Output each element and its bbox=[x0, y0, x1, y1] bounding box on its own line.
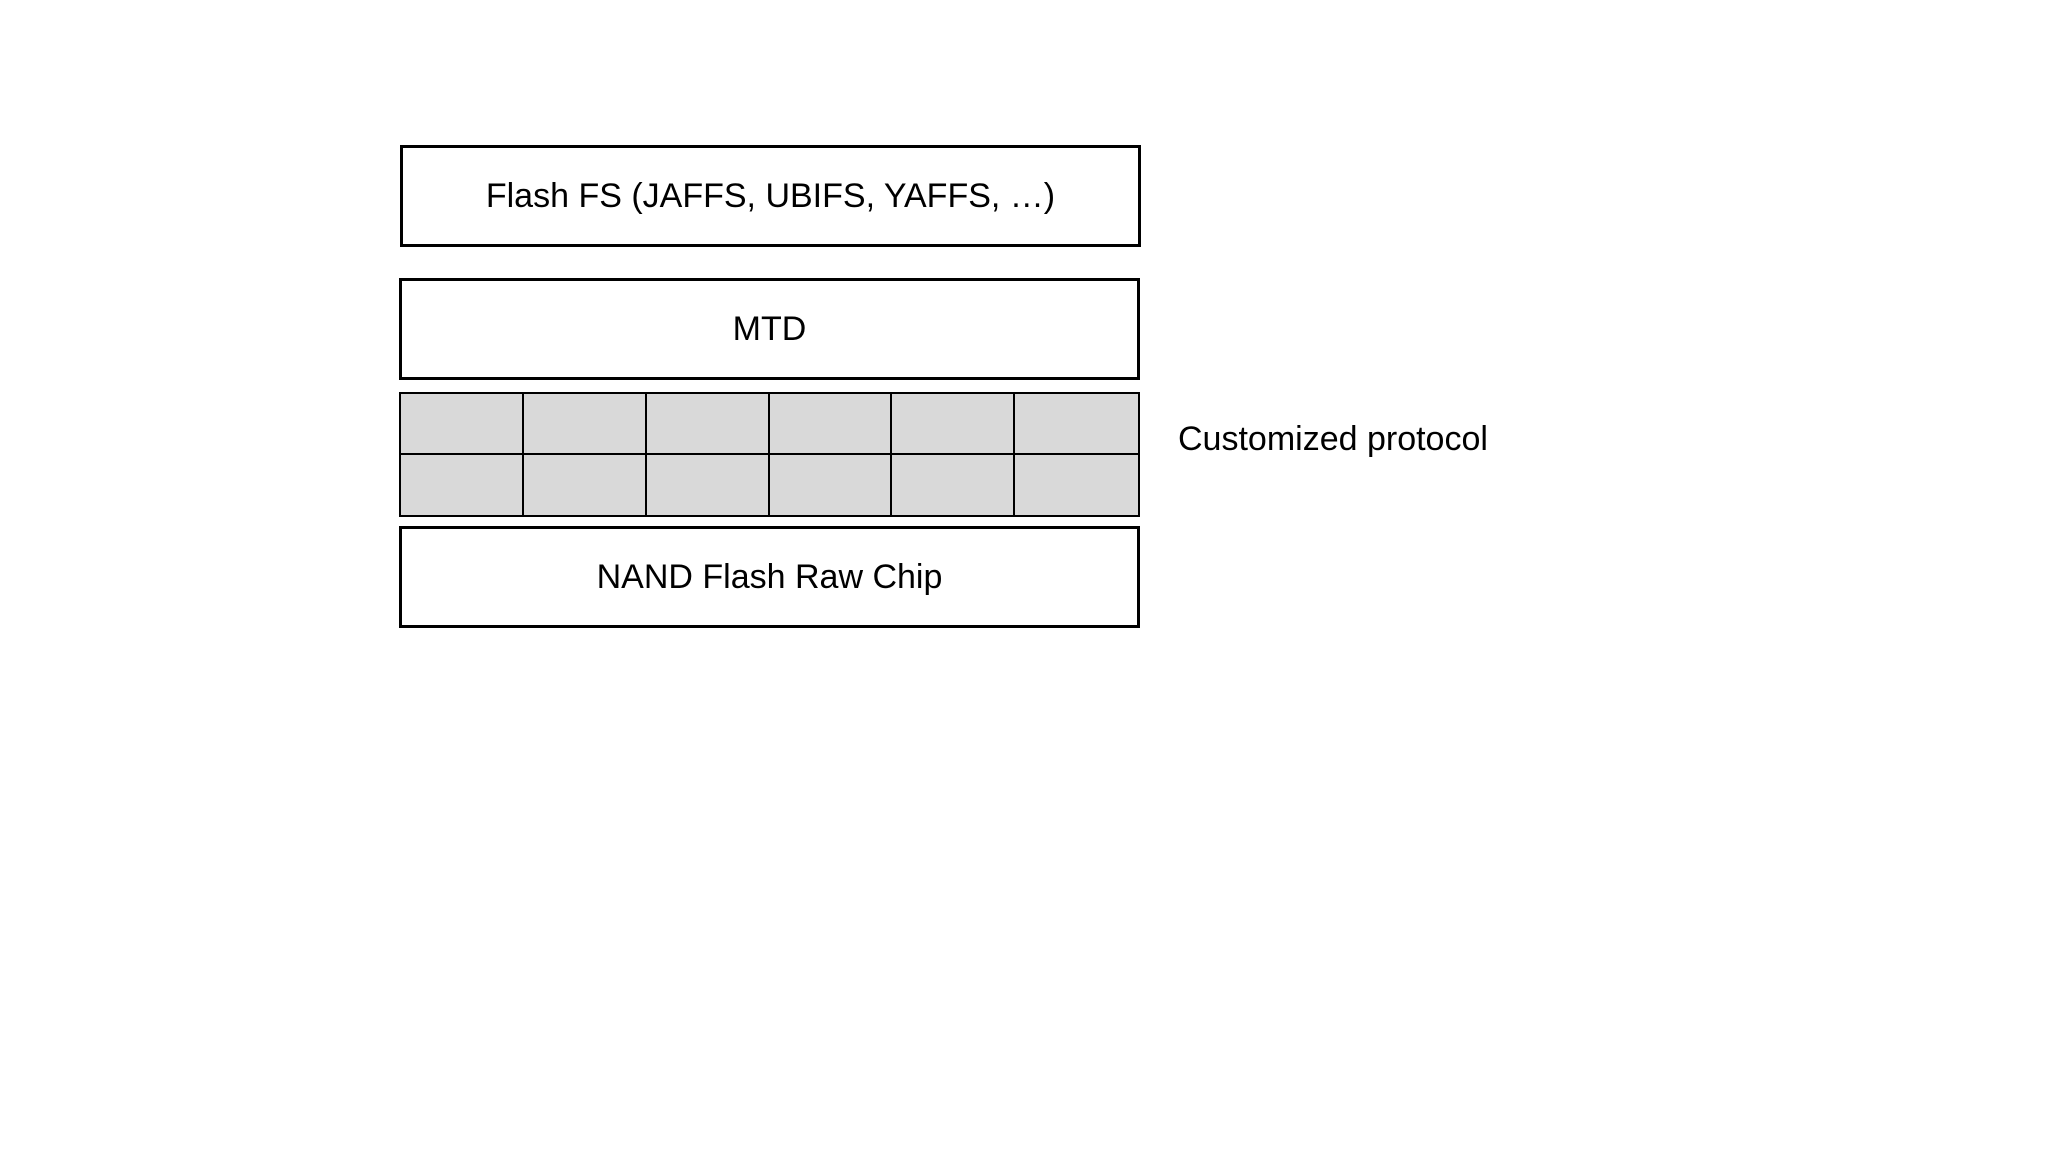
mtd-label: MTD bbox=[732, 309, 807, 348]
grid-cell bbox=[646, 394, 770, 455]
grid-cell bbox=[401, 394, 524, 455]
grid-cell bbox=[769, 394, 893, 455]
grid-cell bbox=[1015, 394, 1138, 455]
grid-cell bbox=[401, 454, 524, 515]
grid-cell bbox=[1015, 454, 1138, 515]
grid-cell bbox=[523, 454, 647, 515]
grid-cell bbox=[646, 454, 770, 515]
grid-cell bbox=[523, 394, 647, 455]
flash-fs-label: Flash FS (JAFFS, UBIFS, YAFFS, …) bbox=[485, 176, 1056, 215]
grid-cell bbox=[892, 394, 1016, 455]
flash-fs-layer: Flash FS (JAFFS, UBIFS, YAFFS, …) bbox=[400, 145, 1141, 247]
nand-chip-layer: NAND Flash Raw Chip bbox=[399, 526, 1140, 628]
grid-cell bbox=[892, 454, 1016, 515]
customized-protocol-grid bbox=[399, 392, 1140, 517]
customized-protocol-label: Customized protocol bbox=[1178, 420, 1488, 458]
nand-chip-label: NAND Flash Raw Chip bbox=[596, 557, 943, 596]
grid-cell bbox=[769, 454, 893, 515]
mtd-layer: MTD bbox=[399, 278, 1140, 380]
